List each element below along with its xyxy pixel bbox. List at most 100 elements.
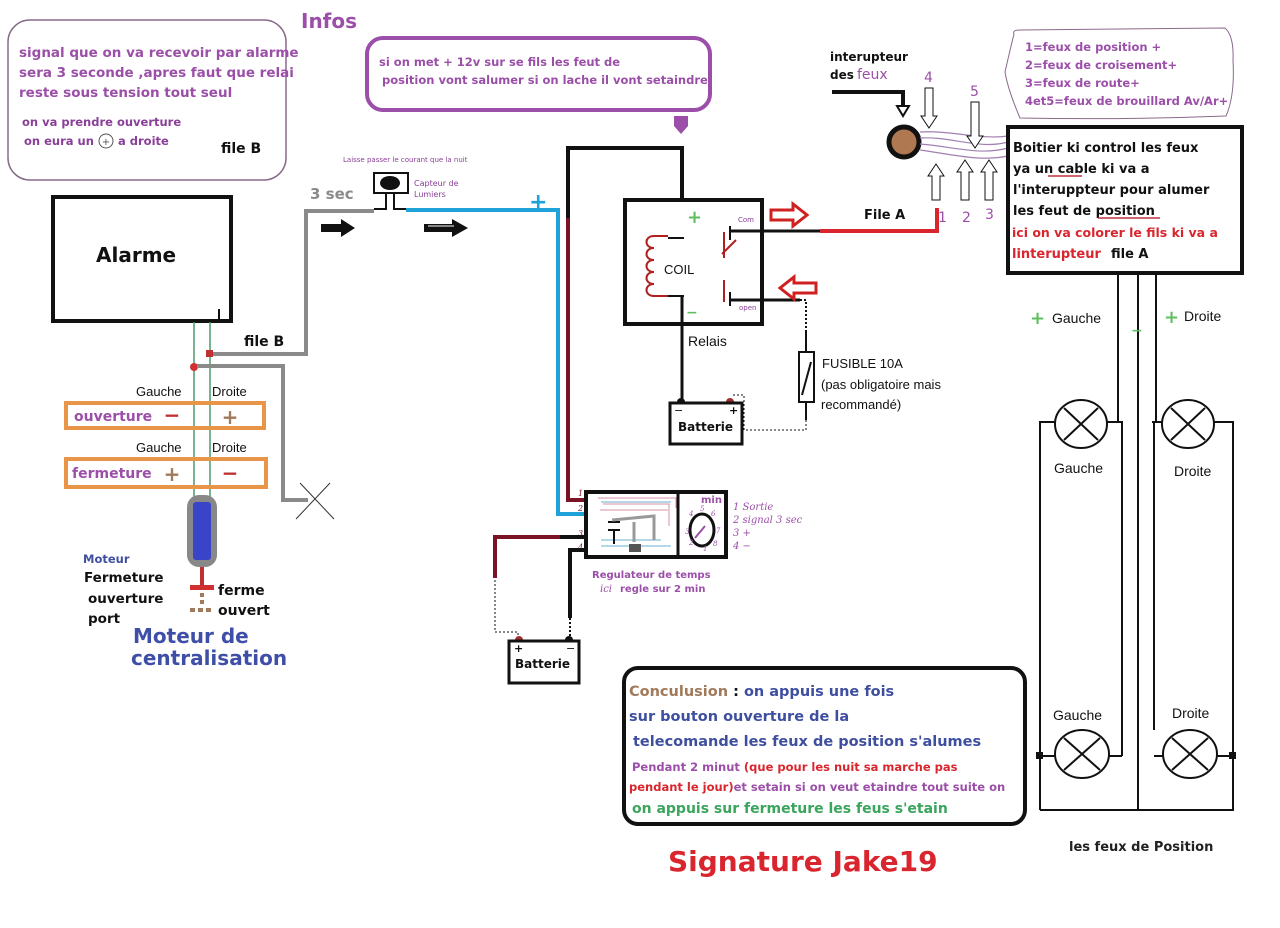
timer-internal-traces <box>598 497 677 526</box>
door-header-right: Droite <box>212 384 247 399</box>
battery-top: − + Batterie <box>668 380 744 446</box>
timer-dial-8: 8 <box>713 540 718 548</box>
signature: Signature Jake19 <box>668 845 938 878</box>
motor-rod <box>200 567 204 585</box>
file-b-wire[interactable] <box>213 209 374 356</box>
lamp-bottom-right <box>1154 729 1236 779</box>
switch-label-2-prefix: des <box>830 68 854 82</box>
battery-top-label: Batterie <box>678 420 733 434</box>
lamps-caption: les feux de Position <box>1069 840 1213 855</box>
conclusion-line-5: pendant le jour)et setain si on veut eta… <box>629 780 1005 794</box>
relay-coil-label: COIL <box>664 262 694 277</box>
timer-pin-legend-3: 3 + <box>733 528 751 539</box>
battery-bottom-pos-wire <box>494 580 519 640</box>
lamp-circuit: + Gauche + Droite − Gauche Droite <box>1030 273 1236 855</box>
timer-pin-legend-2: 2 signal 3 sec <box>732 515 803 526</box>
lamp-junction <box>1229 752 1236 759</box>
conclusion-line-4: Pendant 2 minut (que pour les nuit sa ma… <box>632 760 958 774</box>
timer-pin-1: 1 <box>578 489 583 498</box>
door-header-left: Gauche <box>136 384 182 399</box>
relay: COIL + − Com open Relais <box>623 198 820 400</box>
motor-ferme-bar <box>190 585 214 590</box>
blue-wire-plus: + <box>529 190 547 215</box>
lamp-bottom-left <box>1036 729 1123 779</box>
control-line-2: ya un cable ki va a <box>1013 162 1150 177</box>
page-title: Infos <box>301 9 357 33</box>
door-header-right-2: Droite <box>212 440 247 455</box>
switch-input-wire <box>832 90 905 108</box>
door-row-fermeture-label: fermeture <box>72 466 152 482</box>
info-top-line-1: si on met + 12v sur se fils les feut de <box>379 55 620 69</box>
motor-dot <box>200 593 204 597</box>
arrow-right-icon <box>321 219 355 237</box>
ground-icon <box>214 309 224 322</box>
control-line-1: Boitier ki control les feux <box>1013 141 1199 156</box>
light-sensor-leads <box>374 193 406 210</box>
fuse: FUSIBLE 10A (pas obligatoire mais recomm… <box>733 299 941 431</box>
info-box-left-frame <box>7 19 287 181</box>
info-left-sub-2: on eura un <box>24 134 94 148</box>
motor-core <box>193 502 211 560</box>
door-row-fermeture-right: − <box>222 461 239 485</box>
motor-state-ouvert: ouvert <box>218 603 270 619</box>
motor-title: Moteur <box>83 552 130 566</box>
light-control-box: Boitier ki control les feux ya un cable … <box>1006 125 1244 275</box>
lamp-bottom-left-label: Gauche <box>1053 707 1102 723</box>
circled-plus-glyph: + <box>102 137 110 148</box>
legend-frame <box>1004 27 1234 120</box>
lamp-top-right-label: Droite <box>1174 463 1212 479</box>
relay-coil-leads <box>654 235 668 297</box>
info-box-top: si on met + 12v sur se fils les feut de … <box>365 36 712 134</box>
motor-caption-2: centralisation <box>131 646 287 670</box>
lamp-top-right <box>1161 399 1215 449</box>
conclusion-line-6: on appuis sur fermeture les feus s'etain <box>632 801 948 817</box>
file-a-wire[interactable] <box>820 208 939 233</box>
lamp-frame-left-inner <box>1106 421 1123 730</box>
conclusion-line-3: telecomande les feux de position s'alume… <box>633 734 981 750</box>
door-row-fermeture-left: + <box>164 462 181 486</box>
down-arrow-icon <box>674 116 688 134</box>
motor-desc-1: Fermeture <box>84 570 164 586</box>
battery-bottom-neg: − <box>566 642 575 655</box>
arrow-down-icon <box>966 101 984 149</box>
light-sensor-label-1: Capteur de <box>414 179 459 188</box>
conclusion-box: Conculusion : on appuis une fois sur bou… <box>622 666 1027 826</box>
timer-out-wire[interactable] <box>566 218 587 502</box>
battery-bottom-pos: + <box>514 642 523 655</box>
arrow-up-icon <box>956 159 974 201</box>
lamp-plus-left-icon: + <box>1030 308 1045 329</box>
signal-wire-blue[interactable] <box>406 208 587 516</box>
control-red-line-2: linterupteur <box>1012 247 1101 262</box>
switch-label-2-highlight: feux <box>857 67 888 83</box>
legend-line-2: 2=feux de croisement+ <box>1025 58 1177 72</box>
alarm-box <box>51 195 233 323</box>
relay-switch-icon <box>721 232 737 302</box>
timer-caption-2: regle sur 2 min <box>620 584 705 595</box>
light-switch-knob[interactable] <box>886 124 922 160</box>
conclusion-line-1: Conculusion : on appuis une fois <box>629 684 894 700</box>
lamp-top-left <box>1054 399 1108 449</box>
fuse-to-battery-wire <box>733 394 807 431</box>
battery-bottom: + − Batterie <box>507 636 581 685</box>
timer-dial[interactable] <box>688 512 716 548</box>
file-a-label: File A <box>864 208 905 223</box>
motor-dot <box>200 600 204 604</box>
battery-top-box <box>668 401 744 446</box>
lamp-plus-right-label: Droite <box>1184 308 1222 324</box>
alarm-unit: Alarme <box>51 195 233 323</box>
timer-dial-7: 7 <box>716 527 721 535</box>
info-box-top-frame <box>365 36 712 112</box>
light-sensor-label-2: Lumiers <box>414 190 446 199</box>
fuse-label-1: FUSIBLE 10A <box>822 356 903 371</box>
wire-number-1: 1 <box>938 210 947 226</box>
conclusion-line-5-purple: et setain si on veut etaindre tout suite… <box>734 780 1006 794</box>
light-sensor-note: Laisse passer le courant que la nuit <box>343 156 468 164</box>
timer-dial-5: 5 <box>700 505 705 513</box>
control-file-label: file A <box>1111 247 1149 262</box>
control-red-line-1: ici on va colorer le fils ki va a <box>1012 225 1218 240</box>
lamp-cross <box>1170 407 1206 441</box>
timer-plus-wire <box>493 535 587 578</box>
info-top-line-2: position vont salumer si on lache il von… <box>382 73 708 87</box>
arrow-down-icon <box>920 87 938 129</box>
light-sensor: Laisse passer le courant que la nuit Cap… <box>343 156 468 210</box>
